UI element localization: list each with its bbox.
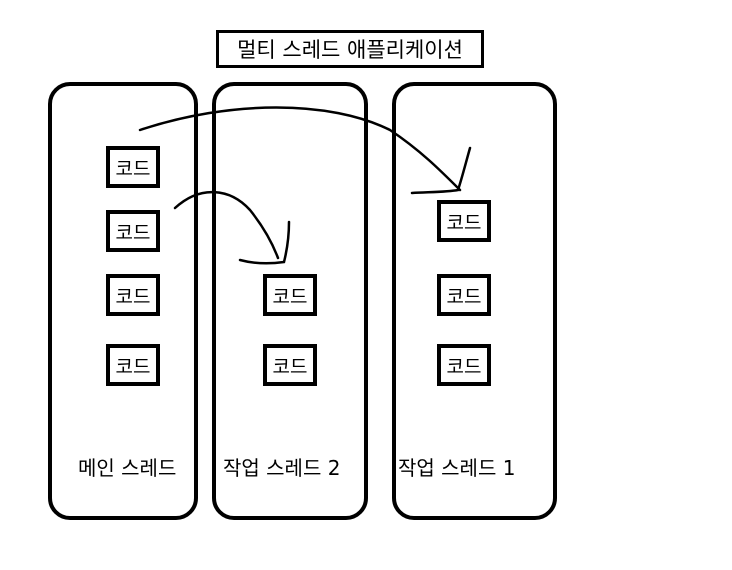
code-block: 코드 [106,344,160,386]
code-block: 코드 [106,274,160,316]
arrow-main-to-worker2 [173,190,280,260]
arrowhead-worker1 [410,146,472,195]
lane-worker-thread-1 [392,82,557,520]
lane-label-worker-thread-2: 작업 스레드 2 [223,456,341,480]
code-block: 코드 [263,274,317,316]
code-block: 코드 [106,146,160,188]
lane-main-thread [48,82,198,520]
arrowhead-worker2 [238,220,291,265]
diagram-title: 멀티 스레드 애플리케이션 [216,30,484,68]
code-block: 코드 [437,274,491,316]
code-block: 코드 [263,344,317,386]
lane-label-main-thread: 메인 스레드 [78,456,177,480]
lane-worker-thread-2 [212,82,368,520]
lane-label-worker-thread-1: 작업 스레드 1 [398,456,516,480]
code-block: 코드 [106,210,160,252]
arrow-main-to-worker1 [138,106,462,192]
code-block: 코드 [437,344,491,386]
code-block: 코드 [437,200,491,242]
